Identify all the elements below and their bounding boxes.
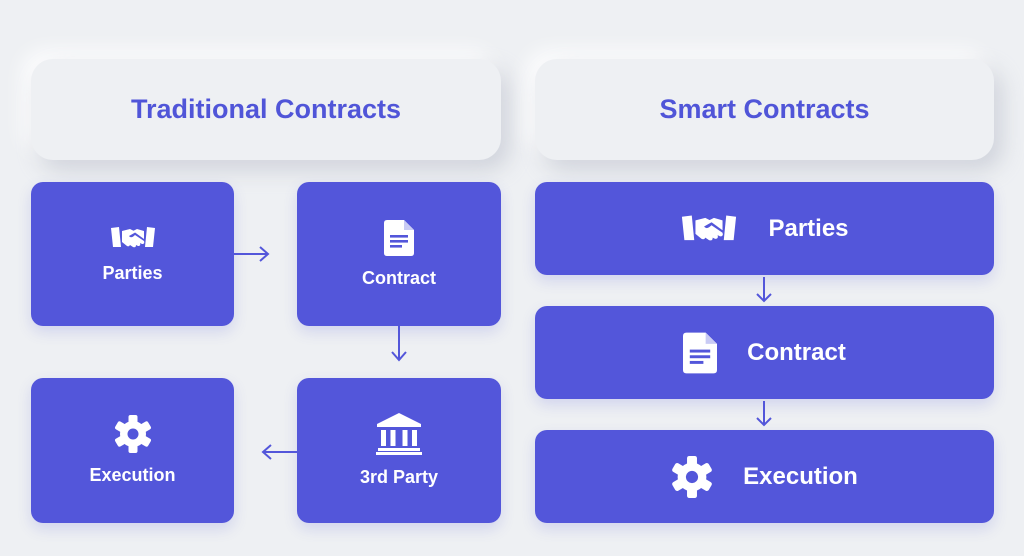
smart-execution-box: Execution	[535, 430, 994, 523]
gear-icon	[114, 415, 152, 453]
smart-parties-label: Parties	[768, 214, 849, 242]
smart-contract-label: Contract	[747, 338, 846, 366]
smart-execution-label: Execution	[743, 462, 858, 490]
traditional-contract-label: Contract	[361, 267, 436, 288]
smart-contracts-title: Smart Contracts	[659, 94, 870, 124]
traditional-contracts-title: Traditional Contracts	[130, 94, 402, 124]
arrow-left-icon	[261, 444, 297, 460]
arrow-down-icon	[756, 277, 772, 303]
smart-parties-box: Parties	[535, 182, 994, 275]
traditional-contract-box: Contract	[297, 182, 501, 326]
smart-contracts-header: Smart Contracts	[535, 59, 994, 160]
handshake-icon	[110, 225, 156, 251]
bank-icon	[376, 413, 422, 455]
traditional-third-party-label: 3rd Party	[359, 467, 439, 487]
smart-contract-box: Contract	[535, 306, 994, 399]
traditional-parties-label: Parties	[102, 262, 163, 283]
traditional-contracts-header: Traditional Contracts	[31, 59, 501, 160]
document-icon	[384, 219, 414, 256]
traditional-parties-box: Parties	[31, 182, 234, 326]
traditional-third-party-box: 3rd Party	[297, 378, 501, 523]
arrow-down-icon	[756, 401, 772, 427]
traditional-execution-label: Execution	[89, 465, 176, 485]
traditional-execution-box: Execution	[31, 378, 234, 523]
handshake-icon	[680, 213, 738, 245]
document-icon	[683, 331, 718, 375]
gear-icon	[671, 455, 713, 498]
arrow-right-icon	[234, 246, 270, 262]
arrow-down-icon	[391, 326, 407, 362]
